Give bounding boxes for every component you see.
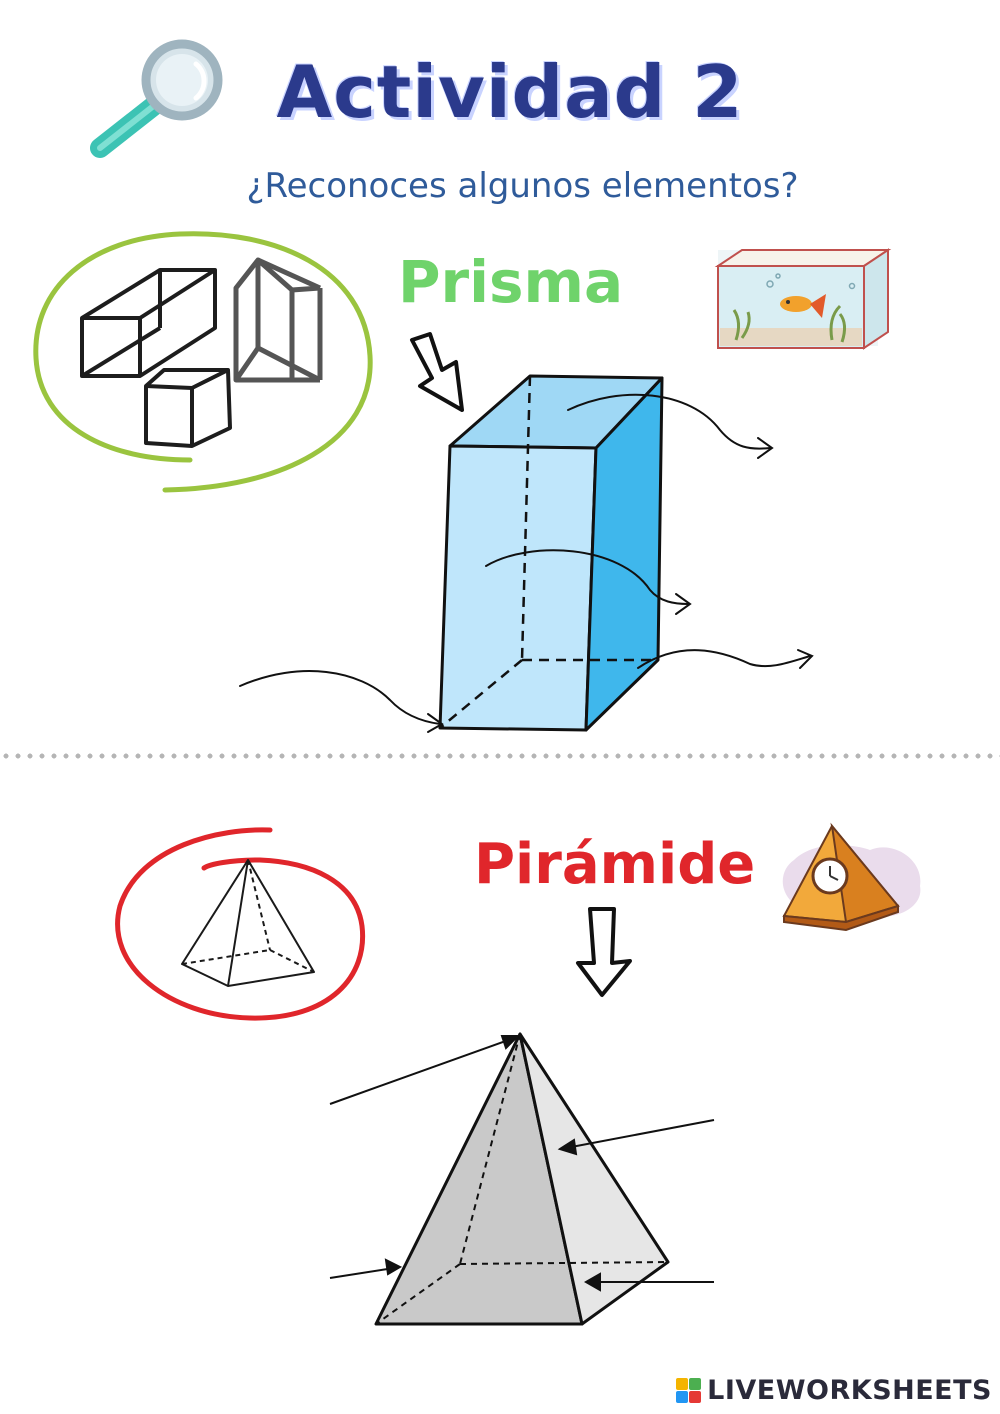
prism-diagram: [239, 374, 814, 733]
prisma-label: Prisma: [398, 248, 624, 316]
arrow-down-icon: [576, 907, 632, 997]
small-pyramid-illustration: [115, 827, 366, 1021]
piramide-label: Pirámide: [474, 832, 756, 897]
pyramid-diagram: [329, 1032, 715, 1326]
pyramid-clock-illustration: [782, 822, 921, 932]
footer-brand: LIVEWORKSHEETS: [676, 1375, 992, 1406]
page-subtitle: ¿Reconoces algunos elementos?: [246, 166, 799, 206]
footer-brand-text: LIVEWORKSHEETS: [707, 1375, 992, 1406]
prisms-group-illustration: [33, 231, 373, 493]
aquarium-illustration: [714, 248, 892, 350]
liveworksheets-logo-icon: [676, 1378, 702, 1403]
page-title: Actividad 2: [276, 50, 744, 134]
section-divider: [0, 752, 1000, 760]
magnifier-icon: [90, 39, 223, 158]
arrow-down-icon: [410, 332, 464, 412]
